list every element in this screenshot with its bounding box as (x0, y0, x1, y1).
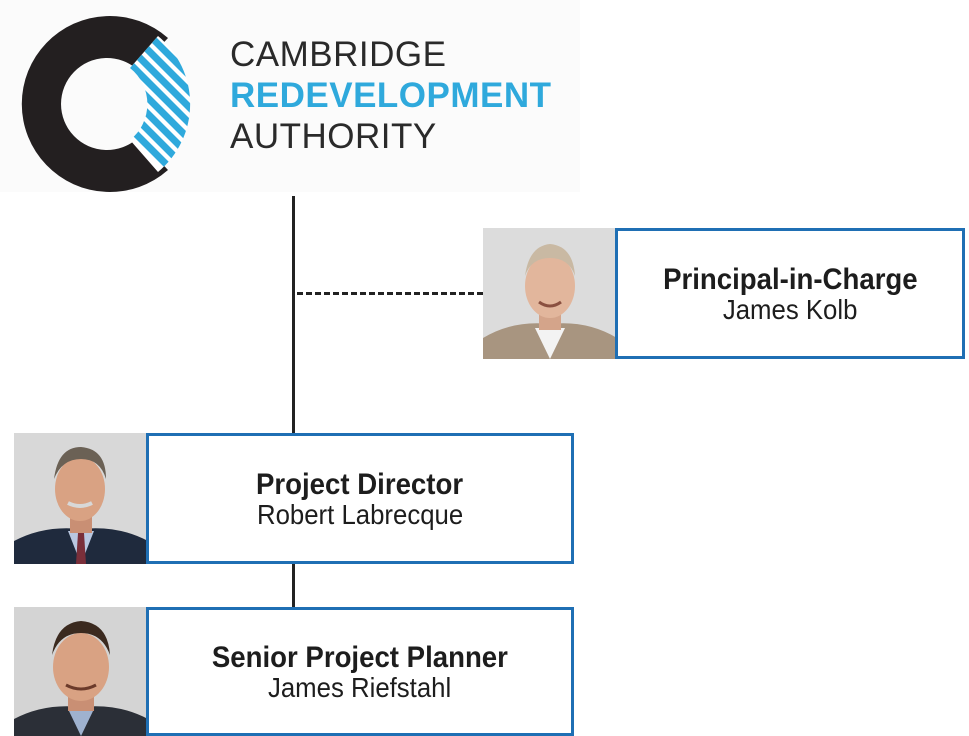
cambridge-redevelopment-authority-logo: CAMBRIDGE REDEVELOPMENT AUTHORITY (0, 0, 580, 192)
portrait-icon (14, 607, 148, 736)
logo-line-authority: AUTHORITY (230, 117, 437, 156)
principal-name: James Kolb (722, 293, 858, 325)
cra-logo-mark-icon (21, 15, 191, 192)
logo-wordmark: CAMBRIDGE REDEVELOPMENT AUTHORITY (230, 34, 552, 157)
principal-role: Principal-in-Charge (662, 262, 918, 296)
director-photo (14, 433, 148, 564)
logo-line-redevelopment: REDEVELOPMENT (230, 76, 552, 115)
principal-photo (483, 228, 617, 359)
principal-in-charge-card: Principal-in-Charge James Kolb (615, 228, 965, 359)
director-name: Robert Labrecque (256, 498, 464, 530)
portrait-icon (483, 228, 617, 359)
planner-role: Senior Project Planner (211, 640, 509, 674)
planner-photo (14, 607, 148, 736)
director-planner-connector (292, 562, 295, 608)
project-director-card: Project Director Robert Labrecque (146, 433, 574, 564)
senior-project-planner-card: Senior Project Planner James Riefstahl (146, 607, 574, 736)
portrait-icon (14, 433, 148, 564)
main-vertical-connector (292, 196, 295, 434)
planner-name: James Riefstahl (268, 671, 452, 703)
advisory-dashed-connector (297, 292, 483, 295)
director-role: Project Director (256, 467, 464, 501)
logo-line-cambridge: CAMBRIDGE (230, 35, 447, 74)
